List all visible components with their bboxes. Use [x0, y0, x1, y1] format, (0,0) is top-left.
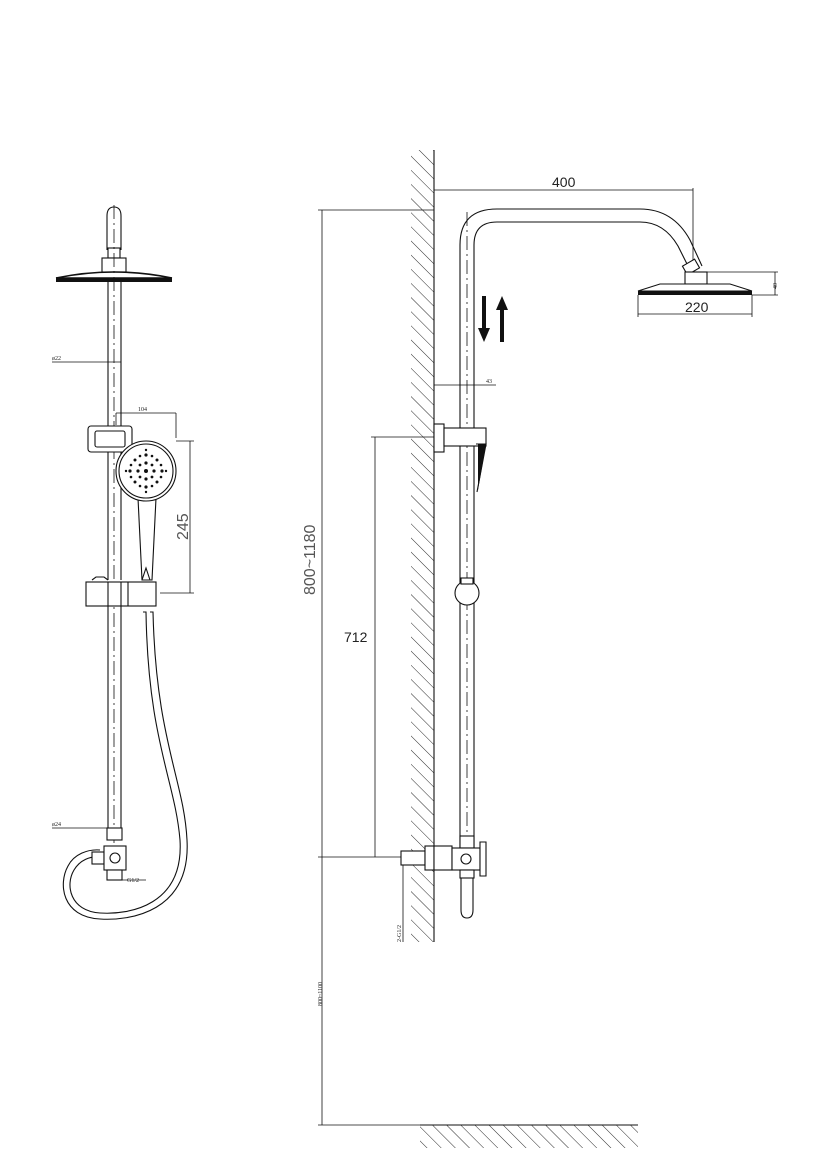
- floor-height-label: 800~1100: [318, 982, 324, 1006]
- diverter-lever: [479, 841, 487, 877]
- shower-arm-outer: [459, 208, 703, 857]
- wall-offset-label: 43: [486, 379, 492, 385]
- handshower-height-label: 245: [175, 513, 192, 540]
- inlet-thread-label: G1/2: [127, 878, 139, 884]
- ball-joint: [681, 258, 701, 276]
- upper-bracket-plate: [433, 423, 445, 453]
- handshower-nozzles: [124, 448, 168, 494]
- hose-outer: [69, 611, 181, 914]
- bottom-cap: [460, 878, 474, 919]
- lower-bracket: [433, 845, 453, 871]
- diverter-knob: [109, 852, 121, 864]
- pipe-diameter-label: ø22: [52, 356, 61, 362]
- floor-hatch: [420, 1125, 638, 1148]
- front-view: ø22 104: [52, 205, 194, 920]
- slider-knob: [454, 580, 480, 606]
- arm-reach-label: 400: [552, 174, 576, 190]
- head-diameter-label: 220: [685, 299, 709, 315]
- head-nut: [684, 271, 708, 285]
- head-height-label: 40: [773, 283, 779, 289]
- handshower-handle: [137, 497, 157, 581]
- total-height-label: 800~1180: [302, 524, 319, 595]
- side-view: 400 40 220 43: [302, 150, 779, 1148]
- head-plate: [638, 291, 752, 295]
- head-body: [637, 283, 753, 292]
- inlet-diameter-label: ø24: [52, 822, 61, 828]
- wall-hatch: [411, 150, 434, 942]
- wall-inlet-pipe: [400, 850, 426, 866]
- diverter-outlet: [91, 851, 105, 865]
- soap-dish-width-label: 104: [138, 407, 147, 413]
- soap-dish: [87, 425, 133, 453]
- rail-height-label: 712: [344, 629, 368, 645]
- lower-connector: [106, 827, 123, 841]
- upper-bracket-arm: [443, 427, 487, 447]
- height-adjust-arrows-icon: [478, 296, 508, 342]
- inlet-label: 2-G1/2: [397, 925, 403, 942]
